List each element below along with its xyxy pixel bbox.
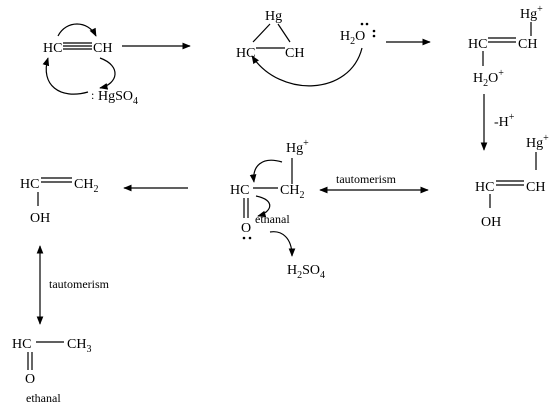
svg-text:H2SO4: H2SO4 (287, 263, 325, 281)
step6-oh-label: OH (30, 211, 50, 226)
step5-ch2-label: CH (280, 183, 299, 198)
vinyl-alcohol: HC CH2 OH (20, 177, 98, 226)
ethyne-hc-label: HC (43, 41, 62, 56)
curved-arrow-to-product (269, 231, 296, 257)
step5-lone-pair-dot (248, 236, 252, 240)
step5-ch2-sub: 2 (299, 190, 304, 201)
step4-hc-label: HC (475, 180, 494, 195)
ring-hc-label: HC (236, 46, 255, 61)
ethyne-ch-label: CH (93, 41, 112, 56)
curved-arrow-carbonyl (255, 195, 271, 218)
water-lone-pair-dot (360, 22, 364, 26)
step5-hc-label: HC (230, 183, 249, 198)
step5-o-label: O (241, 221, 251, 236)
product-sub-4: 4 (320, 270, 325, 281)
reagent-hgso-label: HgSO (98, 89, 133, 104)
step5-ethanal-label: ethanal (255, 212, 290, 226)
ring-right-bond (277, 23, 291, 43)
product-so-label: SO (302, 263, 320, 278)
reagent-lone-pair: : (91, 88, 94, 102)
step5-hg-charge: + (303, 138, 309, 149)
step5-lone-pair-dot (242, 236, 246, 240)
svg-text:CH2: CH2 (280, 183, 304, 201)
step3-h2o-sub: 2 (483, 78, 488, 89)
oxonium-intermediate: Hg+ HC CH H2O+ (468, 4, 543, 89)
step6-ch2-sub: 2 (93, 184, 98, 195)
step7-ch3-label: CH (67, 337, 86, 352)
svg-text:Hg+: Hg+ (286, 138, 309, 156)
ethanal-product: HC CH3 O ethanal (12, 337, 91, 405)
step3-hg-charge: + (537, 4, 543, 15)
curved-arrow-right (99, 57, 116, 90)
step4-ch-label: CH (526, 180, 545, 195)
ring-ch-label: CH (285, 46, 304, 61)
mercury-enol: Hg+ HC CH OH (475, 133, 549, 230)
water-h-label: H (340, 29, 350, 44)
step3-hc-label: HC (468, 37, 487, 52)
ethyne-structure: HC CH (43, 41, 112, 56)
ring-hg-label: Hg (265, 9, 282, 24)
svg-text:CH3: CH3 (67, 337, 91, 355)
curved-arrow-top (57, 23, 97, 37)
step3-h2o-charge: + (498, 68, 504, 79)
water-lone-pair-dot (372, 34, 376, 38)
step3-h2o-o: O (488, 71, 498, 86)
svg-text:H2O: H2O (340, 29, 365, 47)
deprotonation-label: -H (494, 115, 509, 130)
mercurinium-ring: Hg HC CH (236, 9, 304, 61)
water-o-label: O (355, 29, 365, 44)
tautomerism-label-middle: tautomerism (336, 172, 397, 186)
reagent-sub-4: 4 (133, 96, 138, 107)
curved-arrow-left (42, 57, 89, 95)
svg-text:CH2: CH2 (74, 177, 98, 195)
water-lone-pair-dot (365, 22, 369, 26)
curved-arrow-hg-departure (249, 159, 283, 183)
product-sub-2: 2 (297, 270, 302, 281)
svg-text:H2O+: H2O+ (473, 68, 504, 89)
tautomerism-label-vertical: tautomerism (49, 277, 110, 291)
step7-o-label: O (25, 372, 35, 387)
svg-text:HgSO4: HgSO4 (98, 89, 138, 107)
step5-hg-label: Hg (286, 141, 303, 156)
step3-hg-label: Hg (520, 7, 537, 22)
water-sub-2: 2 (350, 36, 355, 47)
mercury-ketone-intermediate: Hg+ HC CH2 O ethanal (230, 138, 309, 240)
step3-h2o-h: H (473, 71, 483, 86)
product-h-label: H (287, 263, 297, 278)
svg-text:Hg+: Hg+ (526, 133, 549, 151)
step7-hc-label: HC (12, 337, 31, 352)
step3-ch-label: CH (518, 37, 537, 52)
step6-ch2-label: CH (74, 177, 93, 192)
step4-hg-label: Hg (526, 136, 543, 151)
step4-oh-label: OH (481, 215, 501, 230)
water-lone-pair-dot (372, 29, 376, 33)
step7-ethanal-label: ethanal (26, 391, 61, 405)
step6-hc-label: HC (20, 177, 39, 192)
curved-arrow-water-attack (251, 47, 363, 87)
water-molecule: H2O (340, 22, 376, 47)
svg-text:-H+: -H+ (494, 112, 515, 130)
step7-ch3-sub: 3 (86, 344, 91, 355)
deprotonation-charge: + (509, 112, 515, 123)
mercuric-sulfate-reagent: : HgSO4 (91, 88, 138, 107)
ring-left-bond (252, 23, 271, 43)
step4-hg-charge: + (543, 133, 549, 144)
svg-text:Hg+: Hg+ (520, 4, 543, 22)
